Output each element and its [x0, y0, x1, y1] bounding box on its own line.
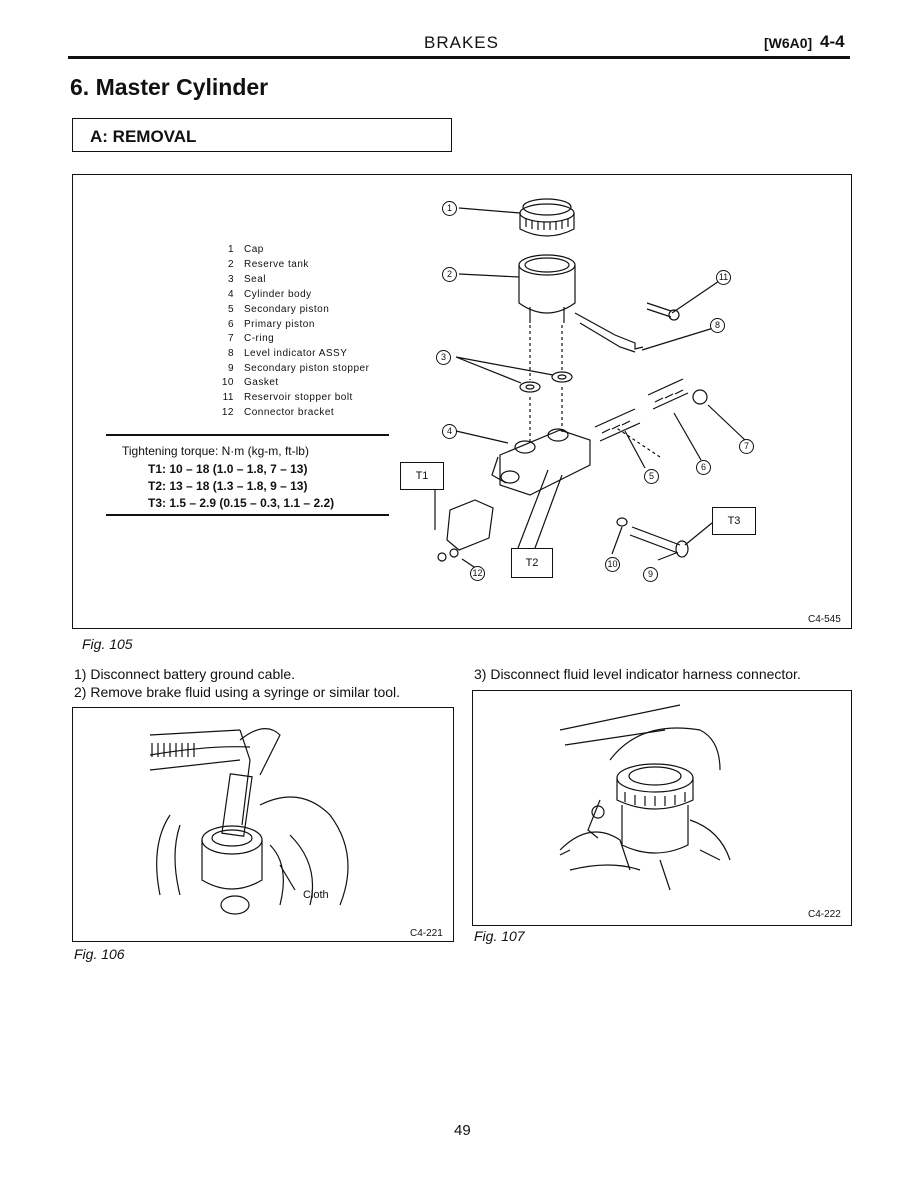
legend-name: Primary piston [244, 319, 315, 330]
figure-106-caption: Fig. 106 [74, 946, 125, 962]
legend-name: Seal [244, 274, 267, 285]
callout-8: 8 [710, 318, 725, 333]
page-number: 49 [454, 1122, 471, 1139]
syringe-removal-illustration [149, 728, 349, 915]
callout-12: 12 [470, 566, 485, 581]
legend-name: Gasket [244, 377, 279, 388]
figure-105-frame [72, 174, 852, 629]
callout-9: 9 [643, 567, 658, 582]
callout-11: 11 [716, 270, 731, 285]
legend-number: 1 [227, 244, 234, 255]
legend-name: Cylinder body [244, 289, 312, 300]
legend-name: Reservoir stopper bolt [244, 392, 353, 403]
torque-spec: T3: 1.5 – 2.9 (0.15 – 0.3, 1.1 – 2.2) [148, 496, 335, 510]
running-header-title: BRAKES [424, 33, 499, 52]
legend-name: Cap [244, 244, 264, 255]
callout-1: 1 [442, 201, 457, 216]
step-3: 3) Disconnect fluid level indicator harn… [474, 666, 801, 682]
cloth-label: Cloth [303, 889, 329, 901]
legend-number: 3 [227, 274, 234, 285]
legend-item: 1 Cap [214, 244, 264, 255]
callout-7: 7 [739, 439, 754, 454]
callout-4: 4 [442, 424, 457, 439]
legend-item: 4 Cylinder body [214, 289, 312, 300]
torque-rule [106, 434, 389, 436]
legend-item: 8 Level indicator ASSY [214, 348, 347, 359]
figure-106-code: C4-221 [410, 928, 443, 939]
legend-item: 12 Connector bracket [214, 407, 334, 418]
legend-number: 10 [221, 377, 234, 388]
torque-label-t3: T3 [712, 507, 756, 535]
legend-item: 7 C-ring [214, 333, 274, 344]
legend-number: 8 [227, 348, 234, 359]
legend-number: 6 [227, 319, 234, 330]
section-title: 6. Master Cylinder [70, 74, 269, 100]
legend-number: 2 [227, 259, 234, 270]
torque-spec: T1: 10 – 18 (1.0 – 1.8, 7 – 13) [148, 462, 308, 476]
section-code: [W6A0] [764, 35, 813, 51]
figure-105-caption: Fig. 105 [82, 636, 133, 652]
chapter-page-ref: 4-4 [820, 32, 845, 51]
torque-label-t2: T2 [511, 548, 553, 578]
legend-number: 11 [222, 392, 234, 403]
torque-heading: Tightening torque: N·m (kg-m, ft-lb) [122, 444, 309, 458]
legend-name: C-ring [244, 333, 275, 344]
torque-label-t1: T1 [400, 462, 444, 490]
legend-item: 2 Reserve tank [214, 259, 309, 270]
legend-name: Level indicator ASSY [244, 348, 348, 359]
step-1: 1) Disconnect battery ground cable. [74, 666, 296, 682]
callout-2: 2 [442, 267, 457, 282]
subsection-title: A: REMOVAL [90, 127, 197, 146]
legend-item: 6 Primary piston [214, 319, 315, 330]
callout-6: 6 [696, 460, 711, 475]
legend-item: 10 Gasket [214, 377, 279, 388]
step-2: 2) Remove brake fluid using a syringe or… [74, 684, 401, 700]
legend-item: 5 Secondary piston [214, 304, 329, 315]
legend-number: 7 [227, 333, 234, 344]
torque-rule [106, 514, 389, 516]
legend-item: 9 Secondary piston stopper [214, 363, 369, 374]
master-cylinder-exploded-diagram [434, 198, 746, 570]
torque-spec: T2: 13 – 18 (1.3 – 1.8, 9 – 13) [148, 479, 308, 493]
legend-name: Secondary piston [244, 304, 330, 315]
callout-3: 3 [436, 350, 451, 365]
callout-10: 10 [605, 557, 620, 572]
callout-5: 5 [644, 469, 659, 484]
legend-name: Secondary piston stopper [244, 363, 370, 374]
header-rule [68, 56, 850, 59]
legend-name: Connector bracket [244, 407, 335, 418]
legend-number: 4 [227, 289, 234, 300]
connector-disconnect-illustration [559, 704, 731, 891]
figure-105-code: C4-545 [808, 614, 841, 625]
legend-item: 11 Reservoir stopper bolt [214, 392, 353, 403]
legend-number: 12 [221, 407, 234, 418]
figure-106-frame [72, 707, 454, 942]
subsection-box [72, 118, 452, 152]
figure-107-caption: Fig. 107 [474, 928, 525, 944]
legend-number: 5 [227, 304, 234, 315]
legend-item: 3 Seal [214, 274, 266, 285]
figure-107-code: C4-222 [808, 909, 841, 920]
legend-number: 9 [227, 363, 234, 374]
figure-107-frame [472, 690, 852, 926]
legend-name: Reserve tank [244, 259, 309, 270]
